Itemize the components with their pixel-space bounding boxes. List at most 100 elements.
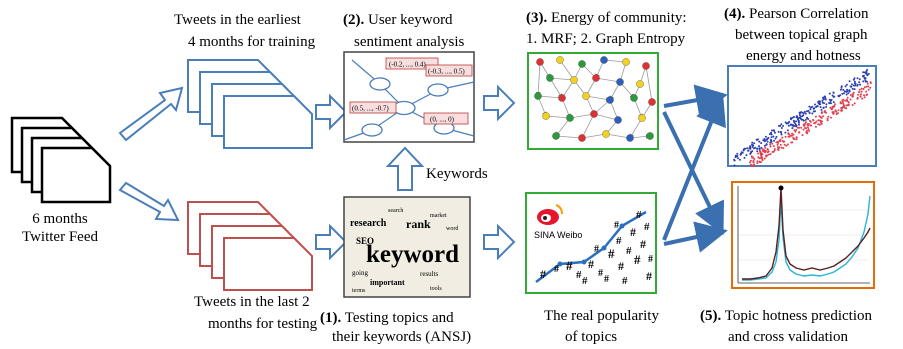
scatter-point-blue	[852, 84, 855, 87]
hashtag-mark: #	[608, 246, 615, 261]
scatter-point-blue	[735, 155, 738, 158]
scatter-point-red	[865, 90, 868, 93]
scatter-point-blue	[814, 103, 816, 106]
graph-node	[578, 134, 586, 142]
scatter-point-blue	[780, 131, 782, 134]
scatter-point-red	[844, 99, 847, 102]
hashtag-mark: #	[644, 221, 650, 233]
scatter-point-blue	[733, 164, 736, 167]
scatter-point-red	[825, 111, 827, 114]
node-value-2: (-0.3, ..., 0.5)	[428, 68, 465, 76]
scatter-point-blue	[825, 105, 828, 108]
scatter-point-blue	[798, 114, 801, 117]
scatter-point-blue	[803, 110, 806, 113]
node-value-3: (0.5, ..., -0.7)	[352, 105, 389, 113]
scatter-point-red	[798, 131, 801, 134]
scatter-point-blue	[839, 88, 842, 91]
scatter-point-blue	[791, 116, 794, 119]
scatter-point-blue	[862, 71, 865, 74]
scatter-point-blue	[843, 90, 846, 93]
scatter-point-red	[823, 111, 826, 113]
scatter-point-red	[849, 98, 852, 101]
step1-title-line2: their keywords (ANSJ)	[332, 329, 471, 345]
step4-title-text: Pearson Correlation	[745, 6, 869, 22]
scatter-point-blue	[782, 125, 784, 127]
scatter-point-blue	[843, 92, 845, 95]
hashtag-mark: #	[554, 264, 559, 275]
scatter-point-red	[863, 96, 866, 99]
arrow-sentiment-to-energy	[483, 84, 516, 122]
scatter-point-blue	[863, 71, 866, 74]
graph-node	[590, 110, 598, 118]
scatter-point-blue	[792, 119, 795, 122]
scatter-point-blue	[747, 149, 749, 152]
graph-node	[570, 76, 578, 84]
step5-title-line2: and cross validation	[728, 329, 848, 345]
weibo-logo-icon	[537, 204, 563, 225]
scatter-point-red	[859, 95, 862, 98]
scatter-point-blue	[847, 92, 850, 95]
source-label-line1: 6 months	[32, 211, 88, 227]
graph-edge	[555, 117, 571, 137]
hotness-prediction-figure	[731, 181, 875, 289]
arrow-keywords-to-popularity	[483, 223, 516, 261]
scatter-point-red	[813, 122, 816, 125]
cloud-word-going: going	[352, 269, 368, 277]
scatter-point-blue	[816, 105, 819, 108]
scatter-point-blue	[801, 111, 804, 114]
graph-edge	[645, 65, 653, 103]
scatter-point-red	[830, 107, 833, 110]
scatter-point-blue	[737, 157, 739, 160]
scatter-point-blue	[795, 116, 798, 119]
scatter-point-blue	[795, 124, 798, 127]
scatter-point-blue	[828, 102, 831, 104]
scatter-point-blue	[821, 101, 824, 104]
scatter-point-blue	[849, 85, 852, 88]
hashtag-mark: #	[630, 225, 636, 239]
prediction-dark-line	[742, 187, 871, 280]
scatter-point-blue	[831, 94, 834, 97]
graph-node	[622, 58, 630, 66]
scatter-point-blue	[770, 141, 772, 144]
scatter-point-blue	[772, 135, 775, 138]
step2-title-line2: sentiment analysis	[354, 34, 465, 50]
scatter-point-red	[826, 119, 829, 122]
graph-node	[638, 114, 646, 122]
scatter-point-blue	[811, 105, 814, 108]
scatter-point-red	[849, 94, 852, 97]
scatter-point-red	[777, 149, 780, 151]
step5-number: (5).	[700, 308, 721, 324]
scatter-point-red	[839, 102, 842, 105]
graph-node	[582, 92, 590, 100]
scatter-point-red	[814, 125, 817, 128]
scatter-point-red	[852, 91, 855, 94]
scatter-point-red	[842, 103, 845, 106]
scatter-point-blue	[829, 100, 832, 102]
scatter-point-red	[807, 128, 810, 131]
scatter-point-blue	[749, 145, 752, 148]
scatter-point-blue	[804, 112, 807, 115]
scatter-point-blue	[754, 146, 757, 149]
cloud-word-keyword: keyword	[366, 241, 459, 268]
graph-edge	[595, 77, 621, 83]
scatter-point-blue	[777, 130, 780, 133]
scatter-point-blue	[742, 149, 745, 152]
scatter-point-red	[792, 136, 795, 139]
hashtag-mark: #	[598, 268, 603, 279]
scatter-point-blue	[808, 111, 811, 114]
hashtag-mark: #	[588, 257, 594, 271]
graph-edge	[585, 95, 611, 102]
graph-node	[542, 112, 550, 120]
keyword-word-cloud-image: search market research rank word SEO key…	[343, 196, 471, 298]
hashtag-mark: #	[634, 252, 641, 267]
scatter-point-blue	[853, 77, 856, 80]
scatter-point-red	[847, 103, 850, 106]
step1-title-text: Testing topics and	[341, 310, 454, 326]
arrow-training-to-sentiment	[315, 93, 348, 131]
hashtag-mark: #	[640, 237, 646, 251]
scatter-point-blue	[784, 131, 787, 134]
scatter-point-blue	[825, 103, 828, 106]
cloud-word-tools: tools	[430, 286, 442, 292]
hashtag-mark: #	[540, 267, 546, 281]
scatter-point-red	[782, 147, 785, 150]
